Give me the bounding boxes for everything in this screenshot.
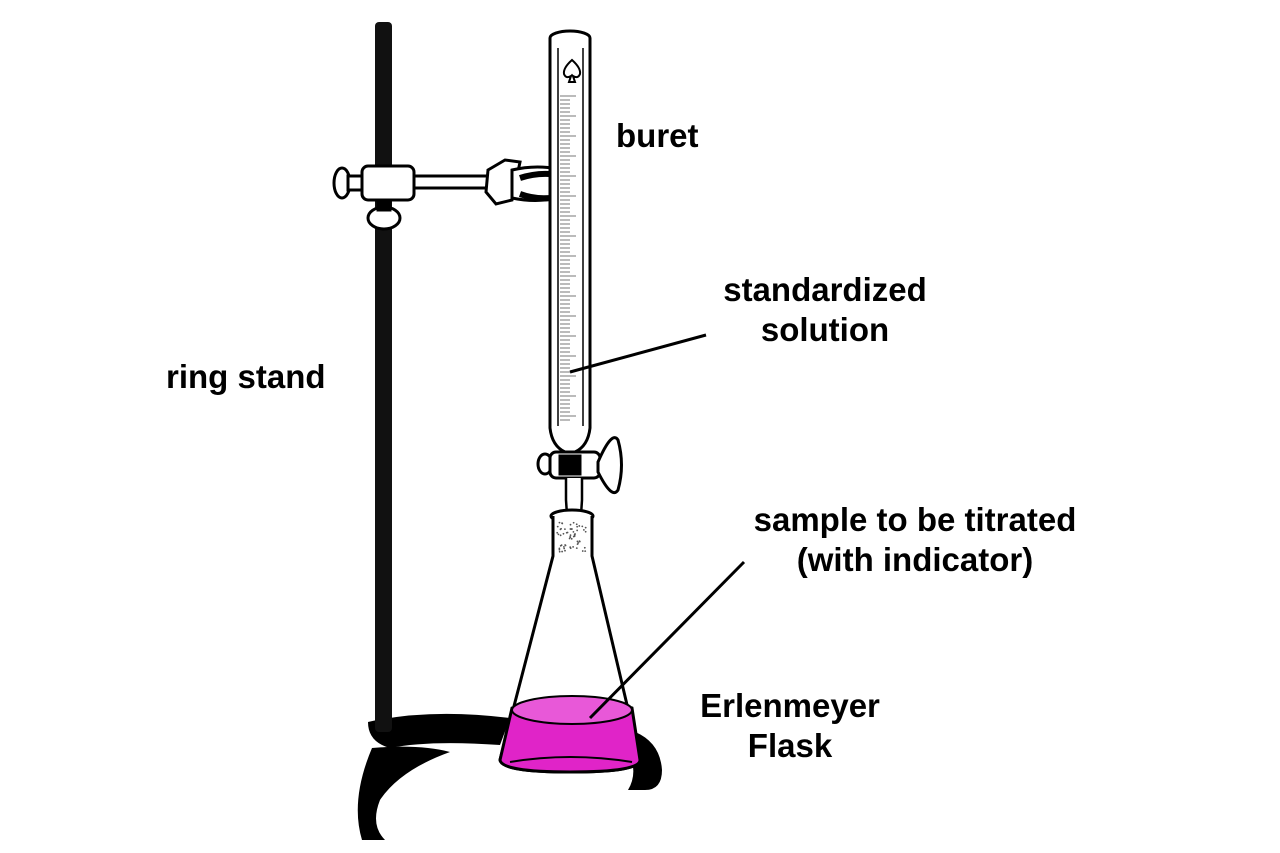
flask-neck-texture (584, 530, 587, 533)
flask-neck-texture (556, 531, 559, 534)
label-flask: Erlenmeyer Flask (670, 686, 910, 766)
flask-neck-texture (569, 547, 572, 550)
flask-neck-texture (568, 537, 571, 540)
flask-neck-texture (575, 547, 578, 549)
label-sample-line-2: (with indicator) (796, 541, 1034, 578)
flask-neck-texture (582, 529, 585, 531)
flask-neck-texture (563, 547, 566, 550)
flask-neck-texture (581, 525, 584, 528)
flask-neck-texture (558, 550, 561, 553)
flask-neck-texture (562, 546, 565, 548)
flask-neck-texture (562, 532, 565, 535)
flask-neck-texture (584, 550, 587, 552)
label-buret: buret (616, 117, 699, 154)
flask-neck-texture (578, 525, 581, 527)
flask-neck-texture (572, 531, 575, 533)
leader-line-sample (588, 560, 746, 720)
flask-neck-texture (564, 549, 566, 552)
flask-neck-texture (583, 546, 586, 549)
label-standardized-solution: standardized solution (700, 270, 950, 350)
flask-neck-texture (564, 544, 567, 546)
spade-logo-icon (562, 58, 582, 83)
erlenmeyer-flask (498, 508, 642, 774)
flask-neck-texture (572, 546, 575, 548)
flask-neck-texture (559, 544, 562, 547)
flask-neck-texture (556, 525, 559, 528)
flask-neck-texture (576, 540, 579, 543)
flask-neck-texture (564, 528, 566, 531)
label-sample: sample to be titrated (with indicator) (715, 500, 1115, 580)
flask-neck-texture (577, 542, 580, 544)
flask-neck-texture (569, 534, 572, 537)
flask-neck-texture (558, 521, 561, 524)
flask-neck-texture (569, 535, 572, 538)
ring-stand-rod (375, 22, 392, 732)
flask-neck-texture (569, 523, 572, 526)
flask-neck-texture (581, 550, 584, 552)
label-flask-line-2: Flask (747, 727, 833, 764)
flask-neck-texture (575, 523, 578, 526)
leader-line-solution (569, 333, 707, 374)
flask-neck-texture (578, 540, 581, 543)
flask-neck-texture (560, 527, 562, 530)
label-flask-line-1: Erlenmeyer (700, 687, 880, 724)
buret-tube (548, 29, 592, 472)
label-standardized-line-2: solution (760, 311, 890, 348)
stopcock[interactable] (536, 436, 623, 495)
flask-neck-texture (565, 531, 568, 534)
label-sample-line-1: sample to be titrated (753, 501, 1077, 538)
label-standardized-line-1: standardized (723, 271, 927, 308)
flask-neck-texture (576, 525, 579, 528)
flask-neck-texture (557, 533, 560, 536)
flask-neck-texture (572, 521, 575, 524)
flask-neck-texture (570, 537, 573, 540)
flask-neck-texture (576, 529, 579, 532)
clamp-holder (332, 164, 416, 231)
flask-neck-texture (573, 535, 576, 537)
flask-neck-texture (584, 526, 587, 529)
flask-neck-texture (561, 522, 563, 525)
flask-neck-texture (558, 548, 561, 551)
flask-neck-texture (570, 528, 573, 530)
flask-neck-texture (558, 547, 561, 550)
label-ring-stand: ring stand (166, 358, 326, 395)
flask-neck-texture (559, 534, 562, 537)
flask-neck-texture (561, 550, 564, 553)
